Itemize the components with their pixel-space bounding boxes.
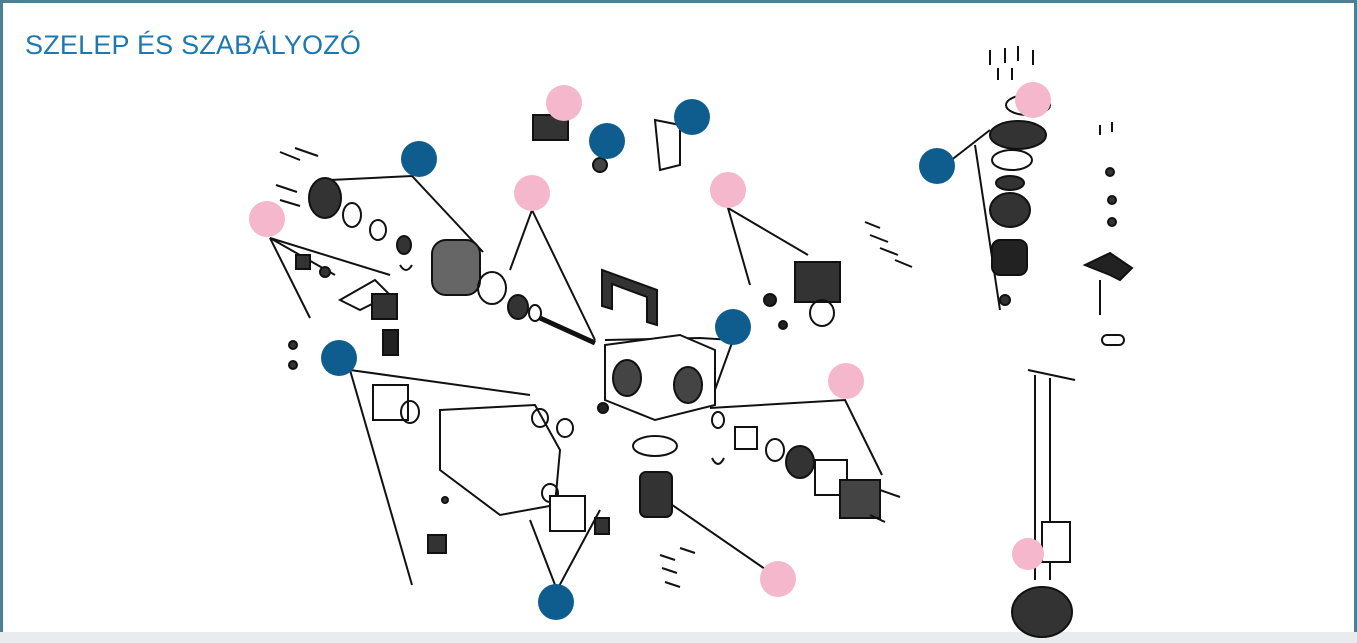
- screws-tank-top: [989, 46, 1034, 80]
- hotspot-small-connector[interactable]: [546, 85, 582, 121]
- hotspot-bracket[interactable]: [674, 99, 710, 135]
- hotspot-tank-top[interactable]: [919, 148, 955, 184]
- page-title: SZELEP ÉS SZABÁLYOZÓ: [25, 30, 362, 60]
- hotspot-right-plate-assembly[interactable]: [710, 172, 746, 208]
- bottom-bar: [0, 632, 1357, 643]
- hotspot-main-body[interactable]: [715, 309, 751, 345]
- hotspot-nut[interactable]: [589, 123, 625, 159]
- hotspot-left-fittings[interactable]: [249, 201, 285, 237]
- screws-bottom: [659, 547, 696, 588]
- hotspot-piston-rod[interactable]: [514, 175, 550, 211]
- hotspot-bottom-covers[interactable]: [538, 584, 574, 620]
- screws-right: [864, 221, 913, 268]
- hotspot-right-stack[interactable]: [828, 363, 864, 399]
- hotspot-valve-cap-assembly[interactable]: [401, 141, 437, 177]
- hotspot-tank-seal[interactable]: [1015, 82, 1051, 118]
- hotspots: [249, 82, 1051, 620]
- screws-top-left: [275, 147, 319, 207]
- hotspot-riser-tube[interactable]: [1012, 538, 1044, 570]
- hotspot-cartridge[interactable]: [760, 561, 796, 597]
- parts-drawing: [275, 46, 1134, 638]
- hotspot-left-lower-assembly[interactable]: [321, 340, 357, 376]
